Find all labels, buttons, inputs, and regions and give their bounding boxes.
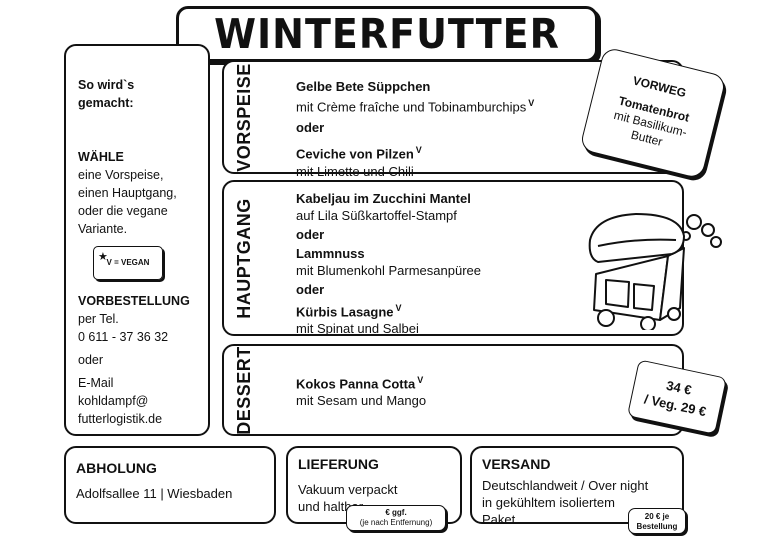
versand-tag-line: Bestellung: [636, 522, 678, 531]
or-separator: oder: [296, 120, 325, 136]
versand-heading: VERSAND: [482, 456, 551, 472]
title-banner: WINTERFUTTER: [176, 6, 598, 62]
abholung-box: ABHOLUNG Adolfsallee 11 | Wiesbaden: [64, 446, 276, 524]
dish-name: Kokos Panna Cotta: [296, 376, 416, 392]
menu-vorspeise: Gelbe Bete Süppchen mit Crème fraîche un…: [296, 78, 534, 180]
dish-description: mit Crème fraîche und Tobinamburchips: [296, 99, 527, 115]
instructions-panel: So wird`s gemacht: WÄHLE eine Vorspeise,…: [64, 44, 210, 436]
steam-cloud: [701, 223, 715, 237]
section-label-hauptgang: HAUPTGANG: [233, 197, 254, 319]
choose-line: einen Hauptgang,: [78, 186, 177, 200]
steam-cloud: [686, 214, 702, 230]
preorder-line: E-Mail: [78, 376, 114, 390]
versand-price-tag: 20 € je Bestellung: [628, 508, 686, 534]
dish-name: Kabeljau im Zucchini Mantel: [296, 191, 471, 206]
vegan-marker: V: [417, 375, 424, 385]
dish-name: Gelbe Bete Süppchen: [296, 79, 431, 94]
choose-line: Variante.: [78, 222, 128, 236]
intro-line-2: gemacht:: [78, 96, 134, 110]
preorder-heading: VORBESTELLUNG: [78, 294, 190, 308]
wheel: [597, 309, 615, 327]
vegan-marker: V: [415, 145, 422, 156]
versand-tag-line: 20 € je: [644, 512, 670, 521]
dish-description: mit Sesam und Mango: [296, 393, 427, 409]
choose-heading: WÄHLE: [78, 150, 124, 164]
star-icon: ★: [98, 251, 108, 263]
abholung-heading: ABHOLUNG: [76, 460, 157, 476]
truck-cap-roof: [588, 213, 685, 263]
dish-description: mit Spinat und Salbei: [296, 321, 419, 337]
abholung-address: Adolfsallee 11 | Wiesbaden: [76, 486, 233, 501]
preorder-line: oder: [78, 353, 104, 367]
section-label-vorspeise: VORSPEISE: [233, 62, 254, 172]
or-separator: oder: [296, 282, 325, 297]
email-line: futterlogistik.de: [78, 412, 163, 426]
menu-hauptgang: Kabeljau im Zucchini Mantel auf Lila Süß…: [296, 190, 481, 337]
choose-line: oder die vegane: [78, 204, 168, 218]
choose-line: eine Vorspeise,: [78, 168, 164, 182]
lieferung-tag-line: € ggf.: [385, 508, 407, 517]
vorweg-heading: VORWEG: [631, 73, 688, 101]
page-title: WINTERFUTTER: [214, 10, 560, 58]
email-line: kohldampf@: [78, 394, 149, 408]
dish-name: Kürbis Lasagne: [296, 304, 394, 320]
phone-number: 0 611 - 37 36 32: [78, 330, 169, 344]
steam-cloud: [710, 236, 722, 248]
intro-line-1: So wird`s: [78, 78, 135, 92]
lieferung-line: Vakuum verpackt: [298, 482, 398, 497]
vegan-badge: ★ V = VEGAN: [93, 246, 163, 280]
dish-name: Ceviche von Pilzen: [296, 146, 414, 162]
preorder-line: per Tel.: [78, 312, 119, 326]
lieferung-price-tag: € ggf. (je nach Entfernung): [346, 505, 446, 531]
lieferung-tag-line: (je nach Entfernung): [359, 518, 433, 527]
versand-line: in gekühltem isoliertem: [482, 495, 615, 510]
versand-line: Paket: [482, 512, 516, 527]
vegan-badge-label: V = VEGAN: [106, 258, 150, 267]
food-truck-illustration: [588, 213, 722, 330]
dish-description: mit Limette und Chili: [296, 163, 414, 179]
section-label-dessert: DESSERT: [233, 345, 254, 435]
vegan-marker: V: [395, 303, 402, 313]
wheel: [640, 316, 656, 330]
versand-line: Deutschlandweit / Over night: [482, 478, 649, 493]
lieferung-heading: LIEFERUNG: [298, 456, 379, 472]
dish-name: Lammnuss: [296, 246, 365, 261]
wheel: [667, 307, 681, 321]
or-separator: oder: [296, 227, 325, 242]
dish-description: mit Blumenkohl Parmesanpüree: [296, 263, 481, 278]
dish-description: auf Lila Süßkartoffel-Stampf: [296, 208, 457, 223]
vegan-marker: V: [528, 98, 535, 108]
